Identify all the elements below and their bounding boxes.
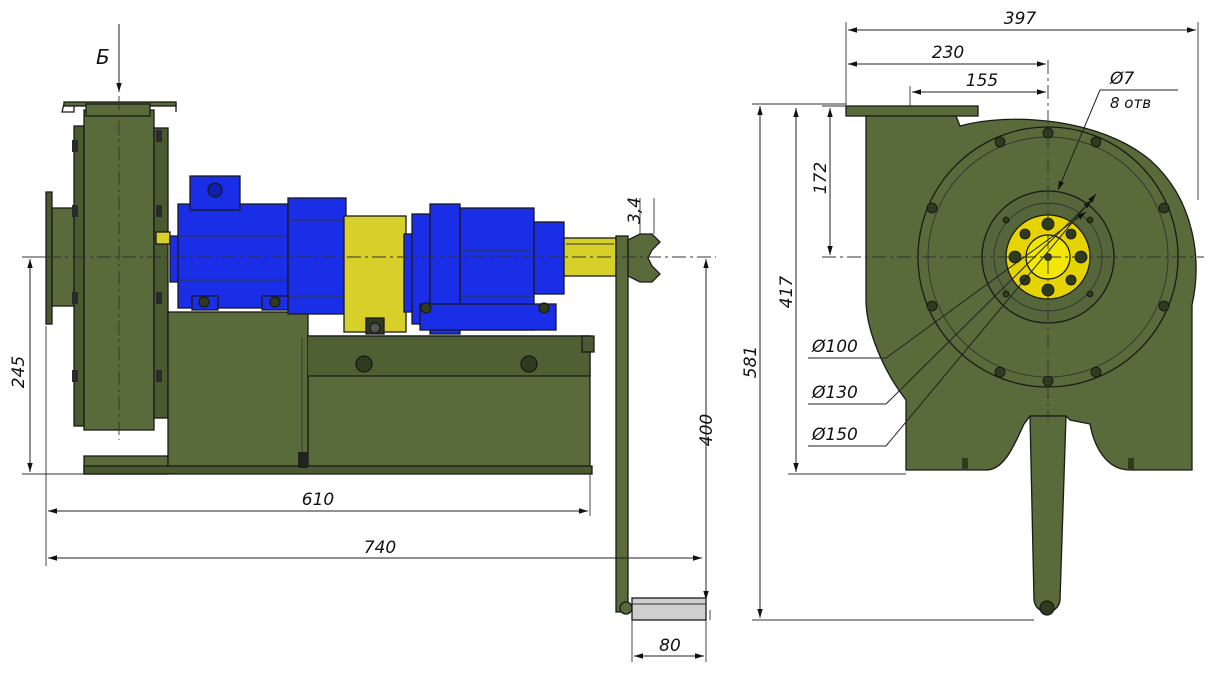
motor-body [177, 203, 289, 309]
dim-400: 400 [697, 259, 717, 620]
seal-ring [155, 231, 171, 245]
crank-grip [631, 597, 707, 621]
dim-230: 230 [848, 43, 1046, 67]
dim-740: 740 [48, 538, 707, 598]
dim-3-4: 3,4 [625, 197, 655, 234]
wing-nut [627, 233, 661, 283]
svg-text:Ø130: Ø130 [811, 383, 858, 403]
electric-motor [169, 175, 347, 315]
terminal-box [189, 175, 241, 211]
dia-100-callout: Ø100 [808, 211, 1087, 359]
view-arrow-label: Б [96, 45, 110, 69]
side-view: Б [9, 24, 717, 662]
svg-text:172: 172 [811, 162, 831, 194]
svg-text:581: 581 [741, 346, 761, 378]
base-frame [83, 311, 595, 475]
svg-text:400: 400 [697, 414, 717, 446]
hole-callout: Ø7 8 отв [1057, 69, 1178, 191]
svg-text:245: 245 [9, 356, 29, 388]
support-leg [1029, 415, 1067, 613]
dim-397: 397 [845, 9, 1199, 200]
dim-172: 172 [811, 105, 846, 255]
svg-text:3,4: 3,4 [625, 197, 645, 224]
coupling [343, 215, 407, 335]
front-view: 397 230 155 172 417 581 [741, 9, 1204, 621]
svg-text:230: 230 [932, 43, 964, 63]
svg-text:417: 417 [777, 276, 797, 309]
motor-end-cap [287, 197, 347, 315]
svg-text:80: 80 [659, 636, 681, 656]
svg-text:Ø100: Ø100 [811, 337, 858, 357]
dim-245: 245 [9, 256, 84, 475]
view-arrow: Б [96, 24, 122, 92]
svg-text:Ø150: Ø150 [811, 425, 858, 445]
svg-text:8 отв: 8 отв [1110, 94, 1151, 112]
dim-417: 417 [777, 108, 906, 475]
outlet-flange [845, 105, 979, 117]
dim-610: 610 [45, 326, 591, 566]
gearbox [403, 203, 565, 335]
dim-581: 581 [741, 103, 1034, 621]
dim-80: 80 [631, 620, 707, 662]
crank-arm [615, 235, 629, 613]
dia-130-callout: Ø130 [808, 199, 1093, 405]
inlet-flange [45, 191, 53, 325]
dia-150-callout: Ø150 [808, 193, 1097, 447]
svg-text:155: 155 [966, 71, 998, 91]
svg-text:Ø7: Ø7 [1109, 69, 1134, 89]
crank-handle [615, 233, 707, 621]
svg-text:610: 610 [302, 490, 334, 510]
svg-text:740: 740 [364, 538, 396, 558]
dim-155: 155 [909, 71, 1046, 106]
svg-text:397: 397 [1004, 9, 1037, 29]
